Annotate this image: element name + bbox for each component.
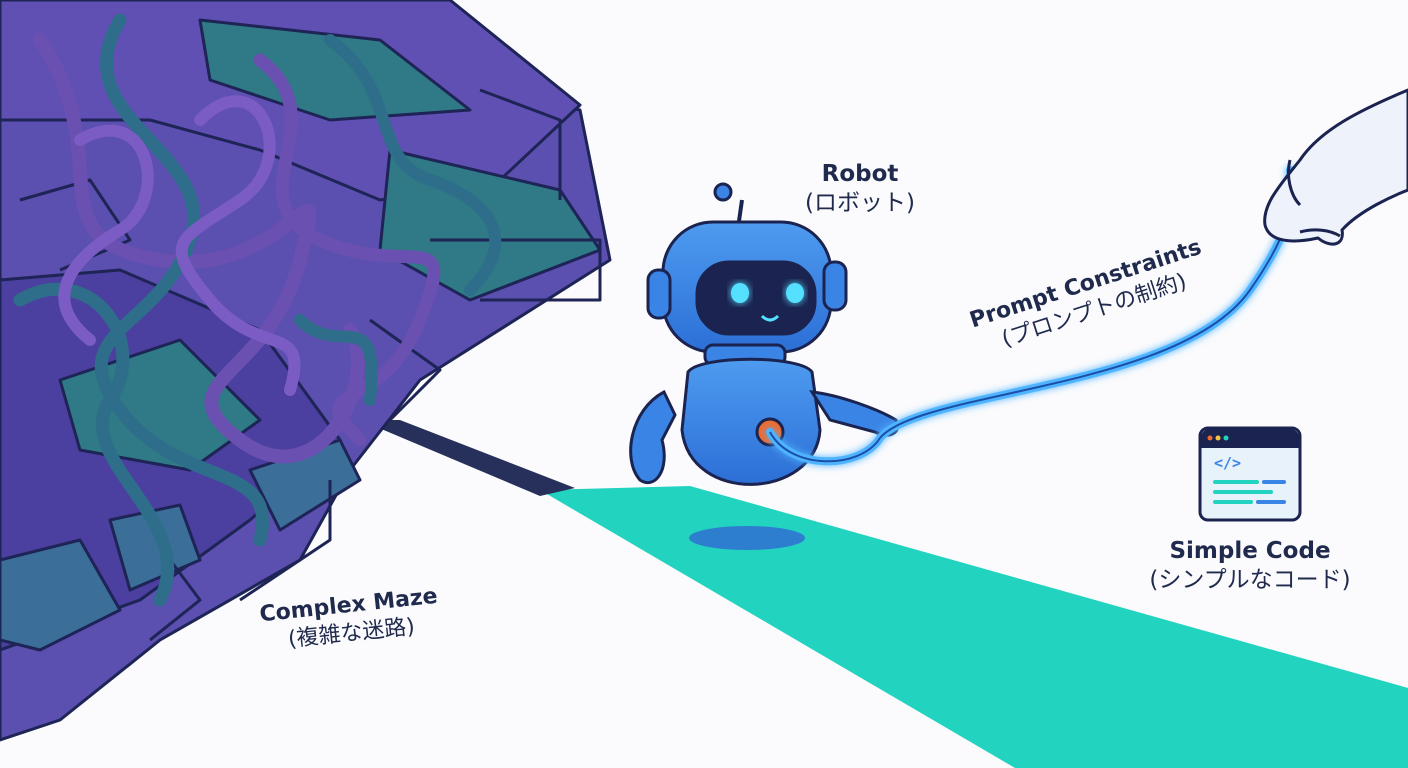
code-label-title: Simple Code: [1125, 537, 1375, 566]
simple-path: [540, 486, 1408, 768]
code-tag: </>: [1214, 454, 1241, 472]
robot-label: Robot (ロボット): [800, 160, 920, 218]
robot-label-subtitle: (ロボット): [800, 189, 920, 218]
hand-icon: [1265, 90, 1408, 244]
robot-shadow: [689, 526, 805, 550]
robot-illustration: [631, 184, 898, 484]
code-label: Simple Code (シンプルなコード): [1125, 537, 1375, 595]
maze-trail: [360, 420, 575, 496]
code-label-subtitle: (シンプルなコード): [1125, 566, 1375, 595]
robot-label-title: Robot: [800, 160, 920, 189]
code-window-icon: </>: [1200, 428, 1300, 520]
